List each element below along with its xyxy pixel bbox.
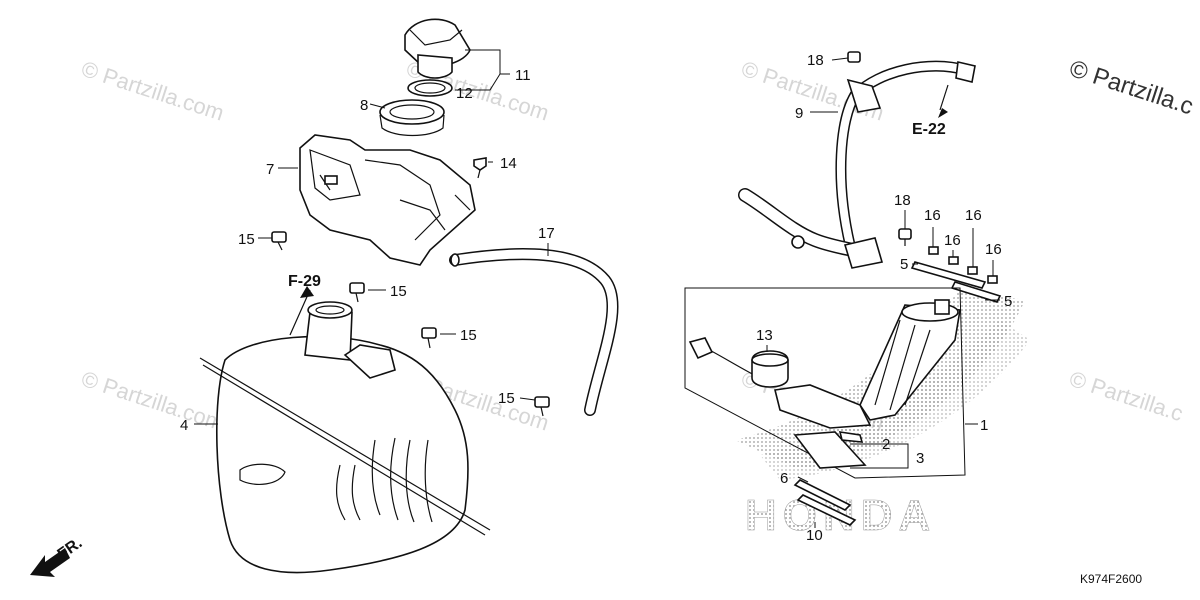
tank-bracket-cover (299, 134, 476, 266)
callout-18: 18 (894, 192, 911, 209)
front-direction-arrow (30, 548, 70, 577)
leader-lines (194, 49, 1000, 528)
bolt-15 (534, 396, 550, 417)
watermark: © Partzilla.c (1066, 366, 1186, 426)
fuel-pump-assembly (684, 287, 966, 526)
callout-15: 15 (498, 390, 515, 407)
callout-16: 16 (924, 207, 941, 224)
callout-15: 15 (460, 327, 477, 344)
callout-3: 3 (916, 450, 924, 467)
callout-5: 5 (1004, 293, 1012, 310)
reference-f29: F-29 (288, 273, 321, 290)
callout-5: 5 (900, 256, 908, 273)
callout-11: 11 (515, 67, 531, 84)
bolt-15 (421, 327, 437, 349)
filler-ring (379, 99, 445, 125)
bolt-18 (898, 228, 912, 246)
fuel-cap-assembly (379, 18, 471, 137)
callout-1: 1 (980, 417, 988, 434)
watermark: © Partzilla.com (78, 366, 227, 436)
callout-4: 4 (180, 417, 188, 434)
watermark: © Partzilla.com (78, 56, 227, 126)
fuel-feed-hose (738, 60, 976, 269)
plate-5 (910, 261, 1002, 303)
callout-6: 6 (780, 470, 788, 487)
bolt-15 (349, 282, 365, 303)
fuel-tank (199, 301, 491, 574)
callout-18: 18 (807, 52, 824, 69)
callout-2: 2 (882, 436, 890, 453)
diagram-code: K974F2600 (1080, 572, 1142, 586)
callout-7: 7 (266, 161, 274, 178)
callout-9: 9 (795, 105, 803, 122)
callout-15: 15 (238, 231, 255, 248)
callout-12: 12 (456, 85, 473, 102)
callout-8: 8 (360, 97, 368, 114)
callout-15: 15 (390, 283, 407, 300)
f29-reference-arrow (289, 286, 314, 336)
callout-10: 10 (806, 527, 823, 544)
bolt-18 (847, 51, 861, 63)
callout-14: 14 (500, 155, 517, 172)
callout-17: 17 (538, 225, 555, 242)
screw-14 (473, 157, 487, 179)
breather-hose (449, 248, 619, 416)
callout-16: 16 (944, 232, 961, 249)
callout-16: 16 (965, 207, 982, 224)
reference-e22: E-22 (912, 121, 946, 138)
callout-16: 16 (985, 241, 1002, 258)
bolt-15 (271, 231, 287, 251)
watermark: © Partzilla.c (1066, 55, 1196, 120)
callouts: 11 12 8 7 14 15 15 15 15 4 17 18 9 18 16… (180, 52, 1012, 544)
callout-13: 13 (756, 327, 773, 344)
